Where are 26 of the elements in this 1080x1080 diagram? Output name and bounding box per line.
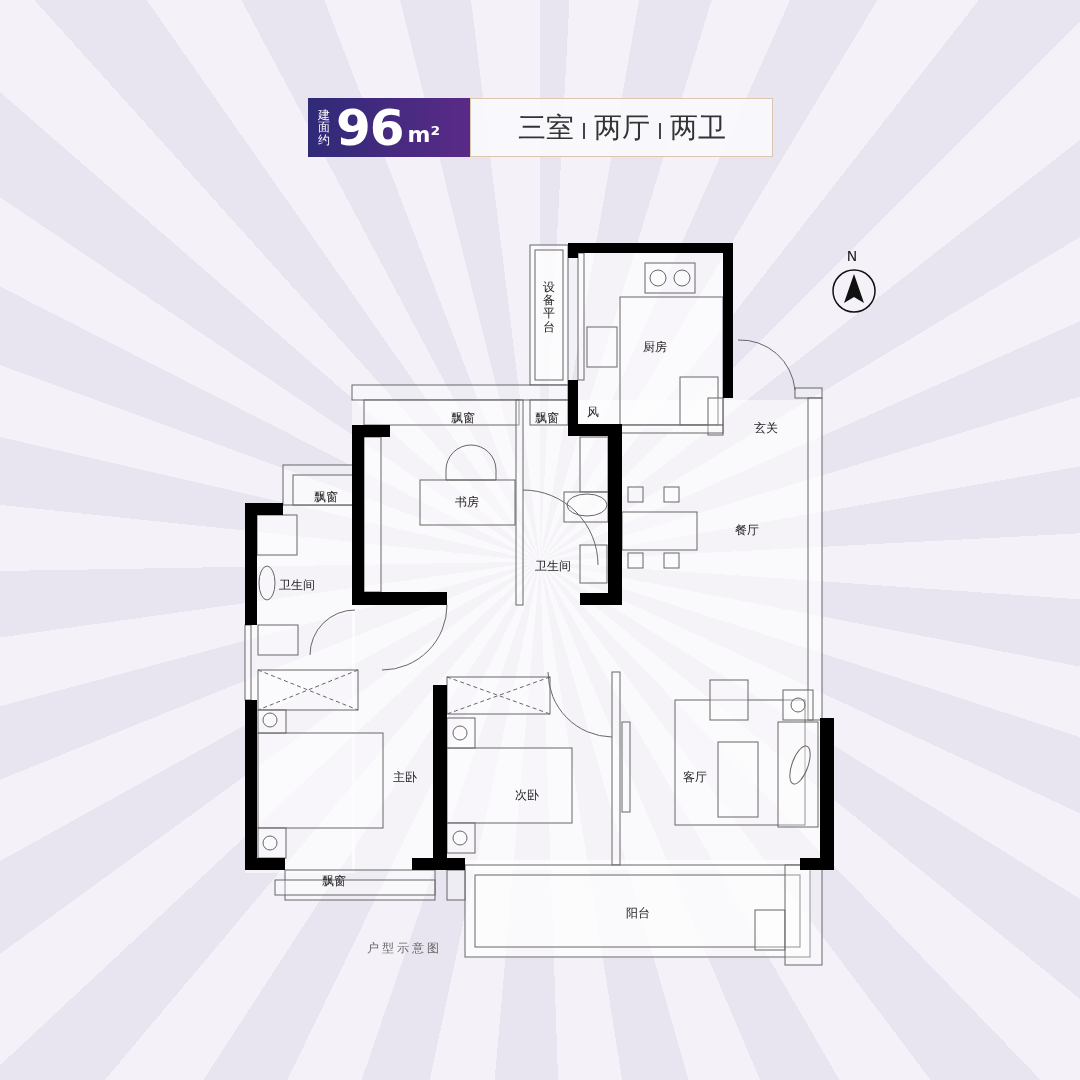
- area-prefix: 建面约: [318, 108, 330, 147]
- room-count: 三室: [517, 113, 574, 142]
- room-label: 次卧: [515, 789, 539, 801]
- room-label: 风: [587, 406, 599, 418]
- room-label: 卫生间: [279, 579, 315, 591]
- room-label: 书房: [455, 496, 479, 508]
- room-label: 阳台: [626, 907, 650, 919]
- room-label: 卫生间: [535, 560, 571, 572]
- room-label: 餐厅: [735, 524, 759, 536]
- room-label: 厨房: [643, 341, 667, 353]
- room-label: 玄关: [754, 422, 778, 434]
- room-type-panel: [470, 98, 773, 157]
- area-unit: m²: [407, 123, 441, 146]
- room-count: 两卫: [669, 113, 726, 142]
- area-value: 96: [336, 102, 404, 153]
- room-label: 客厅: [683, 771, 707, 783]
- room-label: 飘窗: [451, 412, 475, 424]
- room-label: 飘窗: [322, 875, 346, 887]
- room-label: 主卧: [393, 771, 417, 783]
- compass-letter: N: [846, 249, 858, 263]
- room-label: 设备平台: [543, 280, 555, 334]
- plan-caption: 户型示意图: [366, 942, 442, 954]
- room-count: 两厅: [593, 113, 650, 142]
- room-label: 飘窗: [314, 491, 338, 503]
- room-label: 飘窗: [535, 412, 559, 424]
- area-badge: [308, 98, 471, 157]
